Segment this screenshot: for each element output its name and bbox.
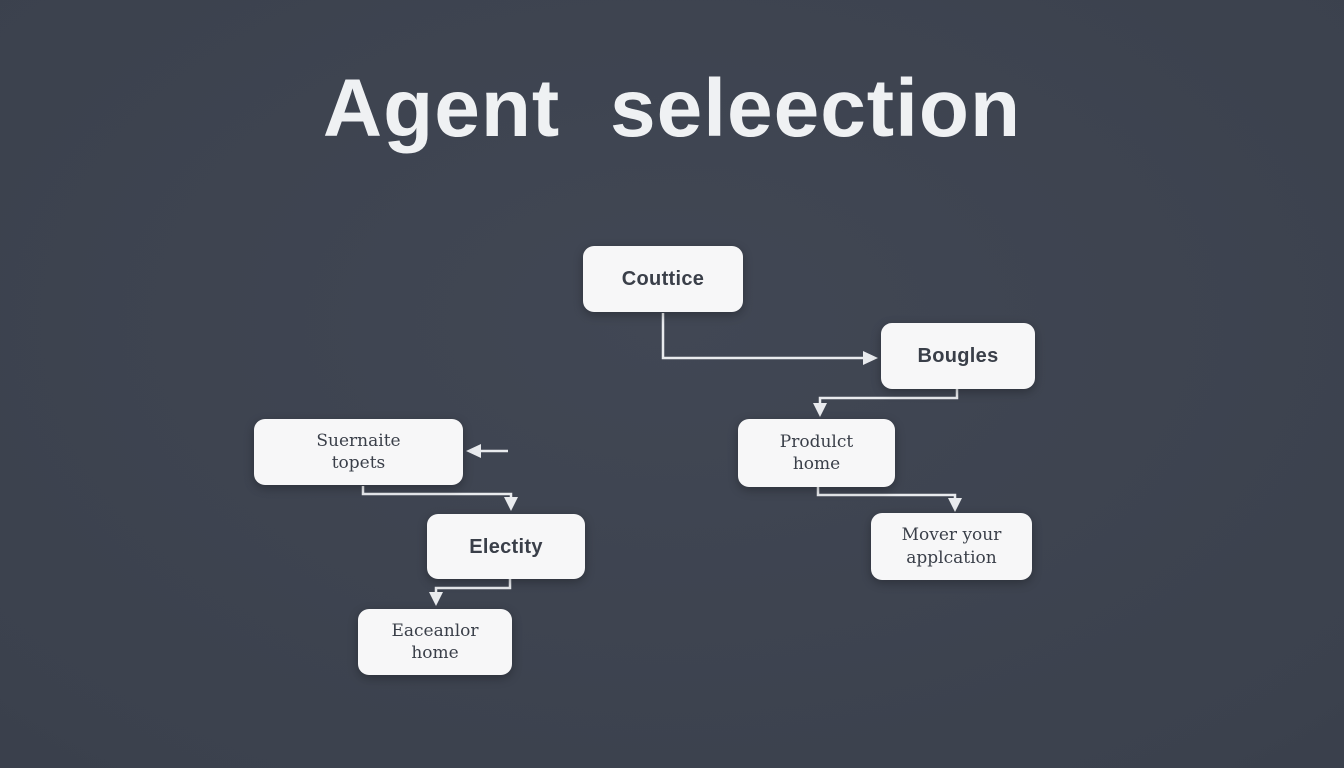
- node-label: Bougles: [917, 345, 999, 367]
- arrowhead-down-icon: [948, 498, 962, 512]
- arrowhead-left-icon: [466, 444, 481, 458]
- arrowhead-right-icon: [863, 351, 878, 365]
- page-title: Agent seleection: [322, 63, 1022, 154]
- connector-couttice-to-bougles: [661, 313, 878, 365]
- node-label: Suernaite: [316, 430, 401, 451]
- arrowhead-down-icon: [504, 497, 518, 511]
- node-label: applcation: [906, 547, 997, 568]
- connector-electity-to-eaceanlor-home: [429, 579, 512, 606]
- node-label: home: [411, 643, 459, 663]
- connector-product-home-to-mover-application: [816, 487, 962, 512]
- arrowhead-down-icon: [813, 403, 827, 417]
- arrowhead-down-icon: [429, 592, 443, 606]
- connector-suernaite-topets-to-electity: [361, 486, 518, 511]
- node-couttice: Couttice: [583, 246, 743, 312]
- node-product-home: Produlct home: [738, 419, 895, 487]
- node-label: Electity: [469, 535, 543, 558]
- node-label: Mover your: [901, 525, 1002, 546]
- node-label: Produlct: [779, 431, 854, 452]
- node-eaceanlor-home: Eaceanlor home: [358, 609, 512, 675]
- node-label: Eaceanlor: [391, 620, 479, 641]
- node-electity: Electity: [427, 514, 585, 579]
- connector-bougles-to-product-home: [813, 389, 959, 417]
- connector-into-suernaite-topets: [466, 444, 508, 458]
- node-mover-application: Mover your applcation: [871, 513, 1032, 580]
- node-label: topets: [331, 453, 386, 473]
- node-suernaite-topets: Suernaite topets: [254, 419, 463, 485]
- node-label: home: [792, 454, 841, 474]
- node-label: Couttice: [621, 268, 705, 290]
- node-bougles: Bougles: [881, 323, 1035, 389]
